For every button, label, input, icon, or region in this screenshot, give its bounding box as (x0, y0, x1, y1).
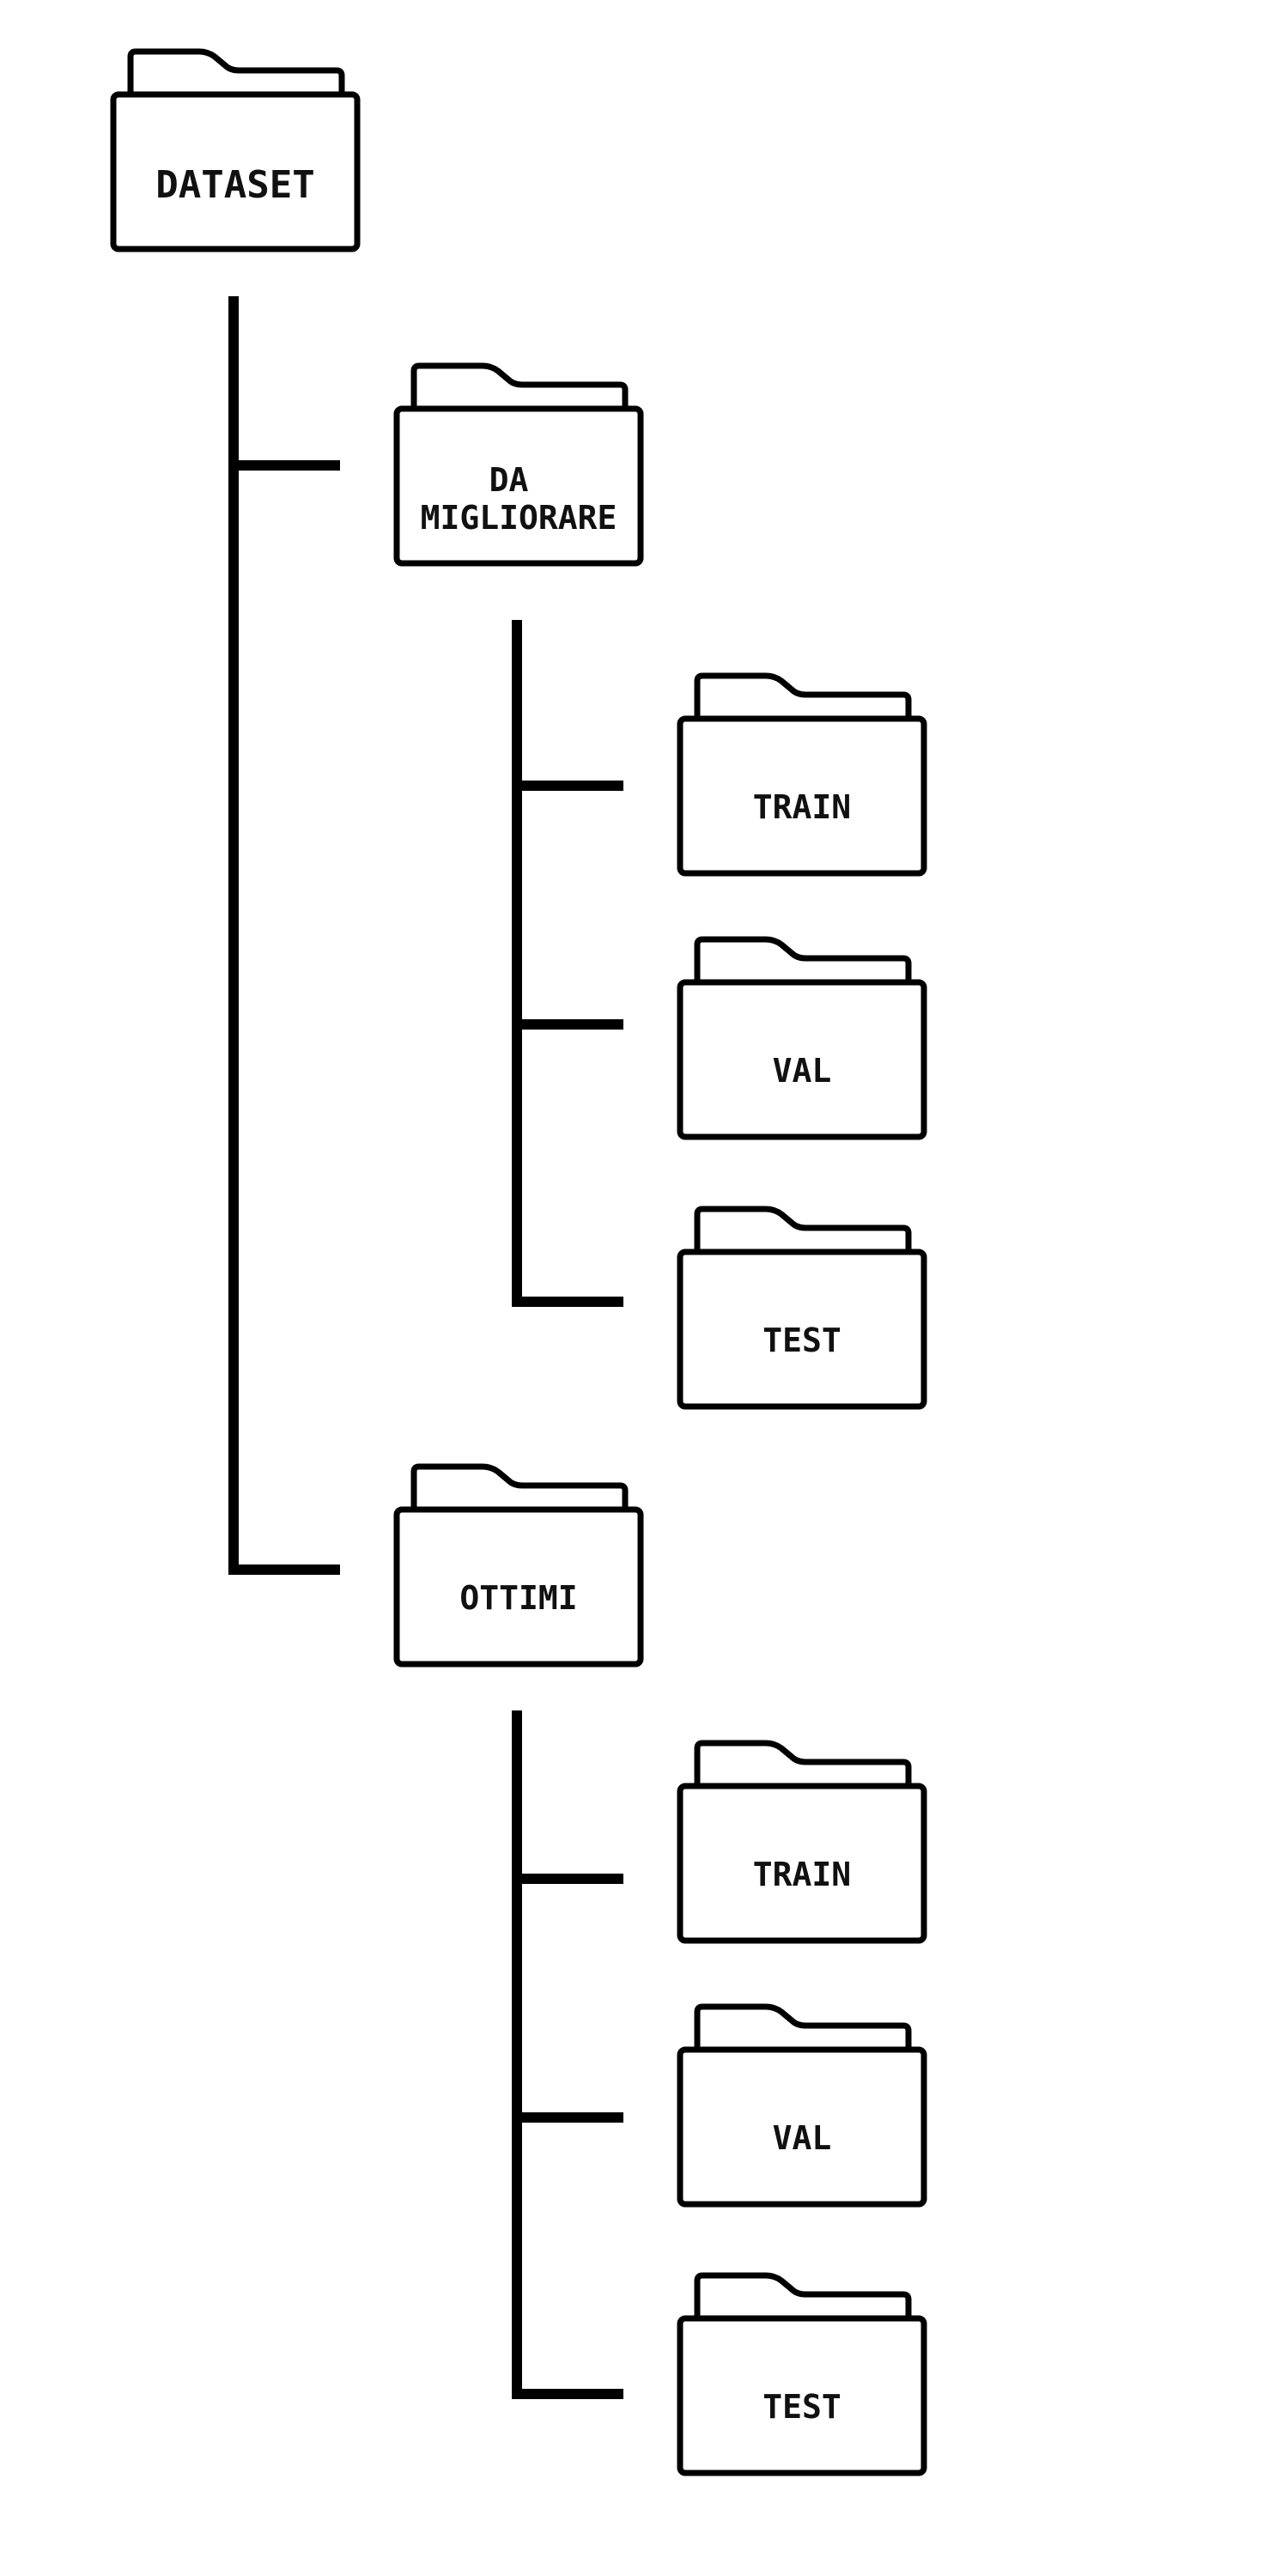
folder-body (677, 2046, 927, 2208)
folder-icon (694, 1206, 912, 1255)
folder-body (677, 1783, 927, 1944)
folder-ottimi-val: VAL (677, 2003, 927, 2208)
folder-body (677, 2315, 927, 2476)
folder-ottimi: OTTIMI (393, 1463, 644, 1668)
folder-label: TRAIN (753, 788, 851, 826)
folder-ottimi-train: TRAIN (677, 1740, 927, 1944)
folder-icon (694, 2003, 912, 2053)
folder-icon (694, 672, 912, 722)
folder-label: TEST (762, 1321, 841, 1359)
folder-icon (694, 936, 912, 986)
folder-label-line-1: DA (489, 461, 529, 499)
folder-da-migliorare: DA MIGLIORARE (393, 362, 644, 567)
folder-label: OTTIMI (459, 1579, 577, 1617)
folder-da-migliorare-test: TEST (677, 1206, 927, 1410)
folder-label: VAL (773, 2119, 832, 2157)
folder-icon (410, 1463, 629, 1513)
folder-label: DA MIGLIORARE (421, 461, 617, 537)
folder-body (110, 91, 361, 252)
folder-body (677, 979, 927, 1140)
da-migliorare-connectors (512, 620, 623, 1307)
root-connectors (228, 296, 340, 1575)
folder-icon (127, 48, 345, 98)
folder-label: TEST (762, 2388, 841, 2426)
folder-body (677, 715, 927, 877)
folder-label-line-2: MIGLIORARE (421, 499, 617, 537)
folder-body (393, 1506, 644, 1668)
folder-icon (694, 1740, 912, 1789)
folder-label: VAL (773, 1052, 832, 1090)
folder-body (393, 405, 644, 567)
folder-label: TRAIN (753, 1856, 851, 1893)
folder-label: DATASET (155, 163, 314, 207)
folder-da-migliorare-val: VAL (677, 936, 927, 1140)
ottimi-connectors (512, 1710, 623, 2399)
folder-ottimi-test: TEST (677, 2272, 927, 2476)
folder-da-migliorare-train: TRAIN (677, 672, 927, 877)
folder-icon (410, 362, 629, 412)
folder-icon (694, 2272, 912, 2322)
folder-dataset: DATASET (110, 48, 361, 252)
folder-body (677, 1249, 927, 1410)
